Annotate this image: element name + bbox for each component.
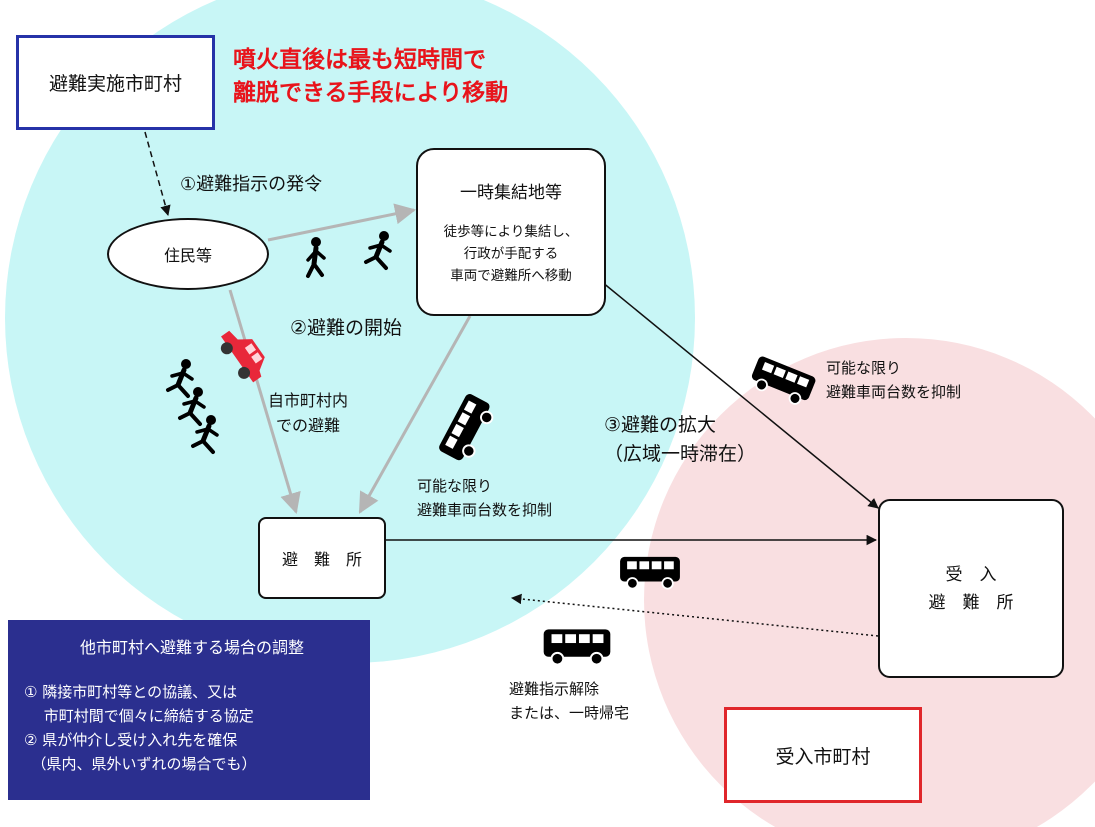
- residents-node: 住民等: [107, 218, 269, 290]
- assembly-title: 一時集結地等: [460, 182, 562, 203]
- release-label: 避難指示解除 または、一時帰宅: [509, 680, 630, 722]
- receiving-municipality-label: 受入市町村: [775, 745, 871, 768]
- within-municipality-label: 自市町村内 での避難: [268, 391, 349, 435]
- bus-icon: [542, 628, 612, 666]
- car-icon: [220, 330, 265, 383]
- receiving-area-circle: [644, 338, 1095, 827]
- shelter-label: 避 難 所: [281, 550, 362, 569]
- arrow-residents-to-assembly: [267, 203, 417, 242]
- step2-label: ②避難の開始: [290, 317, 403, 339]
- shelter-box: 避 難 所: [258, 517, 386, 599]
- step1-label: ①避難指示の発令: [180, 174, 323, 195]
- arrow-residents-to-shelter: [228, 289, 301, 515]
- assembly-description: 徒歩等により集結し、 行政が手配する 車両で避難所へ移動: [443, 223, 579, 284]
- limit-vehicles-label-1: 可能な限り 避難車両台数を抑制: [417, 477, 553, 519]
- dotted-return-arrow: [510, 593, 879, 637]
- assembly-point-box: 一時集結地等 徒歩等により集結し、 行政が手配する 車両で避難所へ移動: [416, 148, 606, 316]
- receiving-shelter-box: 受 入 避 難 所: [878, 499, 1064, 678]
- arrow-assembly-to-shelter: [358, 315, 472, 514]
- evac-municipality-label: 避難実施市町村: [48, 73, 182, 95]
- limit-vehicles-label-2: 可能な限り 避難車両台数を抑制: [826, 359, 962, 401]
- arrow-assembly-to-receiving: [601, 281, 879, 509]
- headline: 噴火直後は最も短時間で 離脱できる手段により移動: [233, 47, 509, 106]
- receiving-municipality-box: 受入市町村: [724, 707, 922, 803]
- residents-label: 住民等: [163, 246, 212, 265]
- coordination-item-2: ② 県が仲介し受け入れ先を確保 （県内、県外いずれの場合でも）: [24, 731, 257, 773]
- step3-label: ③避難の拡大 （広域一時滞在）: [604, 414, 757, 465]
- receiving-shelter-label: 受 入 避 難 所: [928, 564, 1014, 613]
- coordination-item-1: ① 隣接市町村等との協議、又は 市町村間で個々に締結する協定: [24, 683, 254, 725]
- evac-municipality-box: 避難実施市町村: [16, 35, 215, 130]
- coordination-panel: 他市町村へ避難する場合の調整 ① 隣接市町村等との協議、又は 市町村間で個々に締…: [8, 620, 370, 800]
- dashed-order-arrow: [144, 131, 171, 217]
- coordination-panel-title: 他市町村へ避難する場合の調整: [79, 638, 304, 657]
